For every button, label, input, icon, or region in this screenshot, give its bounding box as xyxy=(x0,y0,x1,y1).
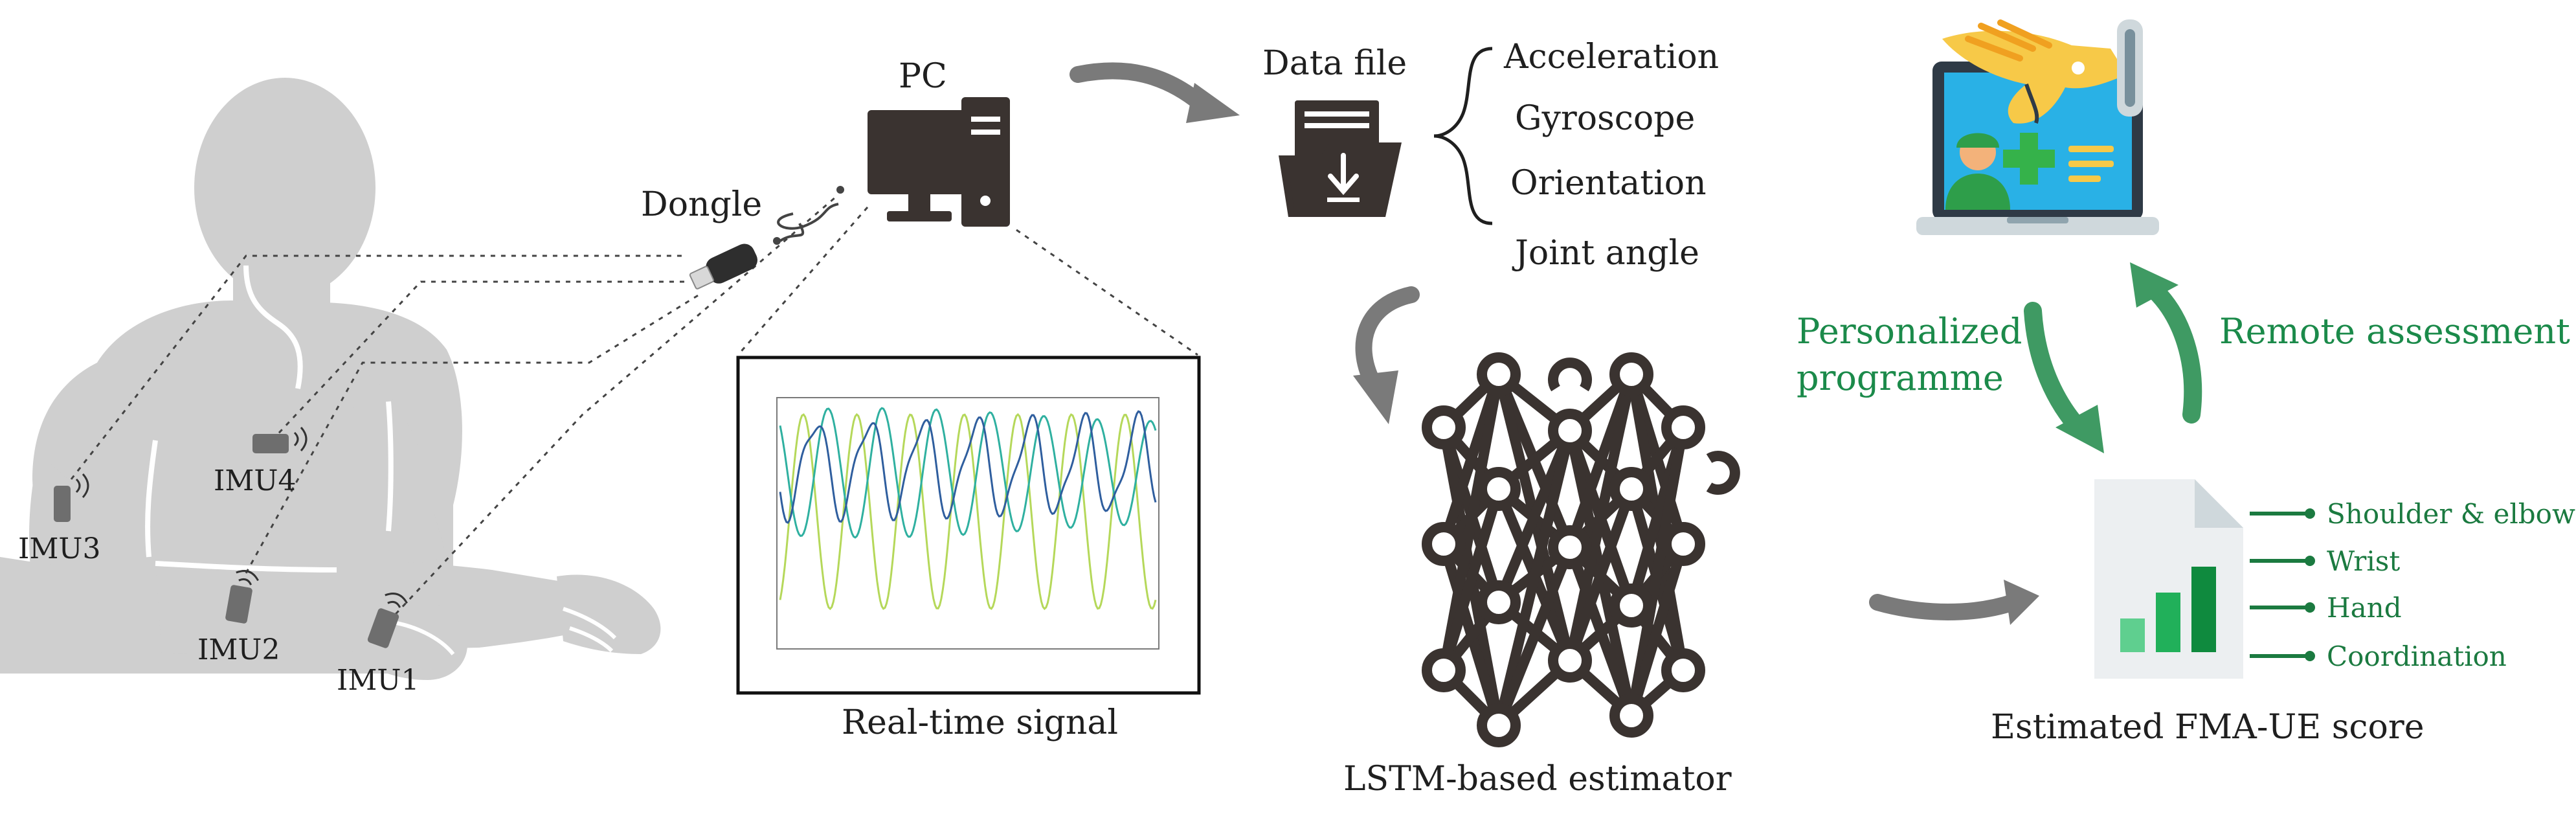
report-document-icon xyxy=(2094,479,2243,679)
imu-sensor-3 xyxy=(54,473,89,522)
data-file-label: Data file xyxy=(1262,44,1407,83)
lstm-node xyxy=(1477,352,1521,396)
arrow-lstm-to-score xyxy=(1869,594,2022,620)
score-item-label: Hand xyxy=(2327,592,2402,624)
score-item: Coordination xyxy=(2250,640,2507,672)
signal-trace-teal xyxy=(779,407,1157,539)
lstm-node xyxy=(1609,352,1653,396)
telemedicine-laptop-icon xyxy=(1916,19,2159,235)
imu4-label: IMU4 xyxy=(214,464,297,497)
lstm-connection xyxy=(1439,487,1504,672)
real-time-signal-label: Real-time signal xyxy=(842,703,1118,742)
lstm-recurrent-loop xyxy=(1548,357,1592,392)
lstm-node xyxy=(1477,703,1521,747)
data-item: Acceleration xyxy=(1503,38,1719,76)
data-item: Gyroscope xyxy=(1515,99,1695,138)
lstm-connection xyxy=(1565,373,1637,662)
score-item-label: Wrist xyxy=(2327,545,2400,577)
personalized-label-line1: Personalized xyxy=(1797,311,2022,352)
imu3-label: IMU3 xyxy=(18,532,101,565)
lstm-node xyxy=(1661,405,1705,449)
score-bar-mid xyxy=(2156,593,2180,652)
arrow-pc-to-data-file xyxy=(1070,62,1209,112)
lstm-connection xyxy=(1494,545,1575,727)
arrow-remote-assessment xyxy=(2147,282,2202,424)
data-item: Orientation xyxy=(1510,164,1707,203)
lstm-connection xyxy=(1626,542,1688,718)
score-bar-high xyxy=(2191,567,2216,652)
lstm-connection xyxy=(1626,426,1688,717)
imu-dongle-links xyxy=(70,196,836,623)
download-folder-icon xyxy=(1279,100,1402,217)
data-item: Joint angle xyxy=(1512,234,1699,273)
signal-traces xyxy=(779,407,1157,611)
real-time-signal-window xyxy=(736,356,1201,695)
lstm-node xyxy=(1609,467,1653,511)
human-body xyxy=(0,78,661,680)
dongle-cable xyxy=(777,203,839,230)
lstm-node xyxy=(1661,522,1705,566)
remote-assessment-label: Remote assessment xyxy=(2219,311,2570,352)
lstm-node xyxy=(1422,405,1466,449)
usb-dongle-icon xyxy=(689,244,757,289)
lstm-node xyxy=(1422,648,1466,692)
lstm-network-icon xyxy=(1422,352,1740,747)
arrow-data-to-lstm xyxy=(1355,286,1420,391)
lstm-connection xyxy=(1494,429,1575,727)
lstm-recurrent-loop xyxy=(1706,451,1740,495)
lstm-label: LSTM-based estimator xyxy=(1343,760,1732,799)
lstm-node xyxy=(1661,648,1705,692)
imu-sensor-1 xyxy=(367,593,408,648)
desktop-computer-icon xyxy=(868,97,1010,227)
score-item-list: Shoulder & elbow Wrist Hand Coordination xyxy=(2250,498,2575,672)
score-item: Wrist xyxy=(2250,545,2400,577)
score-bar-low xyxy=(2120,618,2145,652)
lstm-node xyxy=(1609,694,1653,738)
imu2-label: IMU2 xyxy=(197,633,280,666)
score-item: Hand xyxy=(2250,592,2402,624)
score-item: Shoulder & elbow xyxy=(2250,498,2575,530)
lstm-node xyxy=(1422,522,1466,566)
fma-score-label: Estimated FMA-UE score xyxy=(1991,708,2424,747)
lstm-node xyxy=(1548,409,1592,453)
lstm-connection xyxy=(1565,487,1637,663)
data-brace xyxy=(1433,47,1493,225)
signal-trace-blue xyxy=(779,410,1157,525)
imu1-label: IMU1 xyxy=(337,664,420,697)
score-item-label: Shoulder & elbow xyxy=(2327,498,2575,530)
lstm-node xyxy=(1548,639,1592,683)
lstm-node xyxy=(1477,467,1521,511)
imu-sensor-2 xyxy=(225,570,259,624)
lstm-node xyxy=(1609,584,1653,628)
data-item-list: Acceleration Gyroscope Orientation Joint… xyxy=(1503,38,1719,273)
arrow-personalized-programme xyxy=(2024,302,2087,436)
pc-signal-links xyxy=(737,207,1198,356)
lstm-node xyxy=(1548,525,1592,569)
imu-sensor-4 xyxy=(252,427,308,453)
score-item-label: Coordination xyxy=(2327,640,2507,672)
personalized-label-line2: programme xyxy=(1797,357,2004,398)
pc-label: PC xyxy=(899,57,947,96)
dongle-label: Dongle xyxy=(641,185,762,224)
lstm-node xyxy=(1477,580,1521,624)
lstm-connection xyxy=(1439,373,1504,672)
